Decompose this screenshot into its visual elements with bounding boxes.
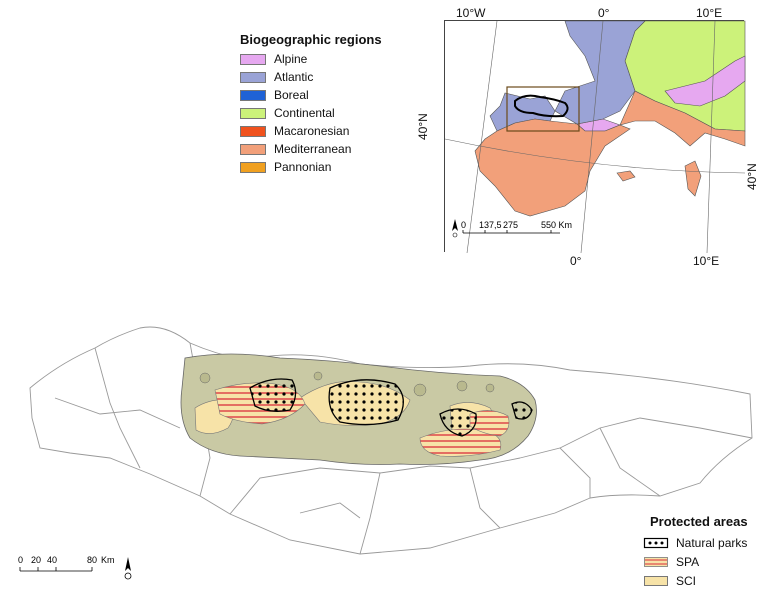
legend-swatch: [240, 71, 266, 83]
legend-label: SCI: [676, 574, 697, 588]
legend-item-pannonian: Pannonian: [240, 160, 331, 174]
admin-boundaries: [29, 326, 753, 555]
natural-park-somiedo: [249, 378, 297, 412]
protected-legend-title: Protected areas: [650, 514, 748, 529]
inset-label-lat-right: 40°N: [745, 163, 759, 190]
legend-swatch: [240, 89, 266, 101]
legend-item-mediterranean: Mediterranean: [240, 142, 351, 156]
legend-label: SPA: [676, 555, 700, 569]
legend-item-macaronesian: Macaronesian: [240, 124, 349, 138]
legend-swatch: [240, 107, 266, 119]
scale-unit: Km: [101, 555, 115, 565]
inset-label-lon-10w: 10°W: [456, 6, 486, 20]
legend-label: Boreal: [274, 88, 309, 102]
legend-swatch: [240, 161, 266, 173]
inset-label-lon-10e-top: 10°E: [696, 6, 723, 20]
inset-map-svg: 0 137,5 275 550 Km: [444, 20, 746, 254]
main-map-svg: [29, 326, 753, 555]
region-atlantic: [489, 20, 646, 132]
legend-label: Pannonian: [274, 160, 332, 174]
legend-item-sci: SCI: [644, 574, 696, 588]
scalebar-svg: 0 20 40 80 Km: [18, 555, 132, 580]
scale-tick-0: 0: [18, 555, 23, 565]
scale-tick-20: 20: [31, 555, 41, 565]
legend-label: Alpine: [274, 52, 308, 66]
natural-park-picos: [328, 379, 404, 426]
bio-legend-title: Biogeographic regions: [240, 32, 382, 47]
legend-item-spa: SPA: [644, 555, 699, 569]
legend-swatch: [240, 53, 266, 65]
scale-tick-80: 80: [87, 555, 97, 565]
legend-swatch: [240, 125, 266, 137]
inset-north-arrow-icon: [452, 219, 458, 231]
main-scalebar: 0 20 40 80 Km: [18, 555, 150, 585]
inset-label-lon-0-bottom: 0°: [570, 254, 582, 268]
legend-label: Atlantic: [274, 70, 314, 84]
region-alpine: [664, 55, 746, 107]
biogeographic-legend: Biogeographic regions Alpine Atlantic Bo…: [240, 32, 410, 182]
legend-item-natural-parks: Natural parks: [643, 536, 748, 550]
natural-park-far-east: [511, 401, 533, 420]
study-area-frame: [506, 86, 580, 132]
legend-swatch: [240, 143, 266, 155]
small-patches: [199, 371, 495, 397]
inset-scale-tick-3: 550 Km: [541, 220, 572, 230]
inset-scale-tick-0: 0: [461, 220, 466, 230]
protected-areas-legend: Protected areas Natural parks SPA SCI: [640, 510, 760, 590]
legend-label: Mediterranean: [274, 142, 352, 156]
region-mediterranean-islands: [684, 160, 702, 197]
legend-item-boreal: Boreal: [240, 88, 309, 102]
spa-swatch: [644, 557, 668, 567]
legend-item-alpine: Alpine: [240, 52, 307, 66]
main-study-area-map: [0, 318, 760, 590]
region-mediterranean-balearic: [616, 170, 636, 182]
inset-locator-map: 0 137,5 275 550 Km: [444, 20, 746, 254]
inset-scale-tick-2: 275: [503, 220, 518, 230]
north-arrow-icon: [125, 557, 131, 571]
legend-label: Natural parks: [676, 536, 748, 550]
study-area-outline: [514, 94, 569, 118]
natural-park-east: [439, 408, 477, 437]
inset-label-lat-left: 40°N: [416, 113, 430, 140]
scale-tick-40: 40: [47, 555, 57, 565]
inset-label-lon-0-top: 0°: [598, 6, 610, 20]
legend-label: Macaronesian: [274, 124, 350, 138]
inset-scalebar: 0 137,5 275 550 Km: [452, 219, 572, 238]
inset-scale-tick-1: 137,5: [479, 220, 502, 230]
spa-area-east: [469, 410, 510, 437]
legend-item-atlantic: Atlantic: [240, 70, 313, 84]
sci-swatch: [644, 576, 668, 586]
legend-label: Continental: [274, 106, 335, 120]
inset-label-lon-10e-bottom: 10°E: [693, 254, 720, 268]
natural-parks-swatch: [643, 537, 669, 549]
legend-item-continental: Continental: [240, 106, 335, 120]
region-mediterranean-france-italy: [619, 90, 746, 147]
